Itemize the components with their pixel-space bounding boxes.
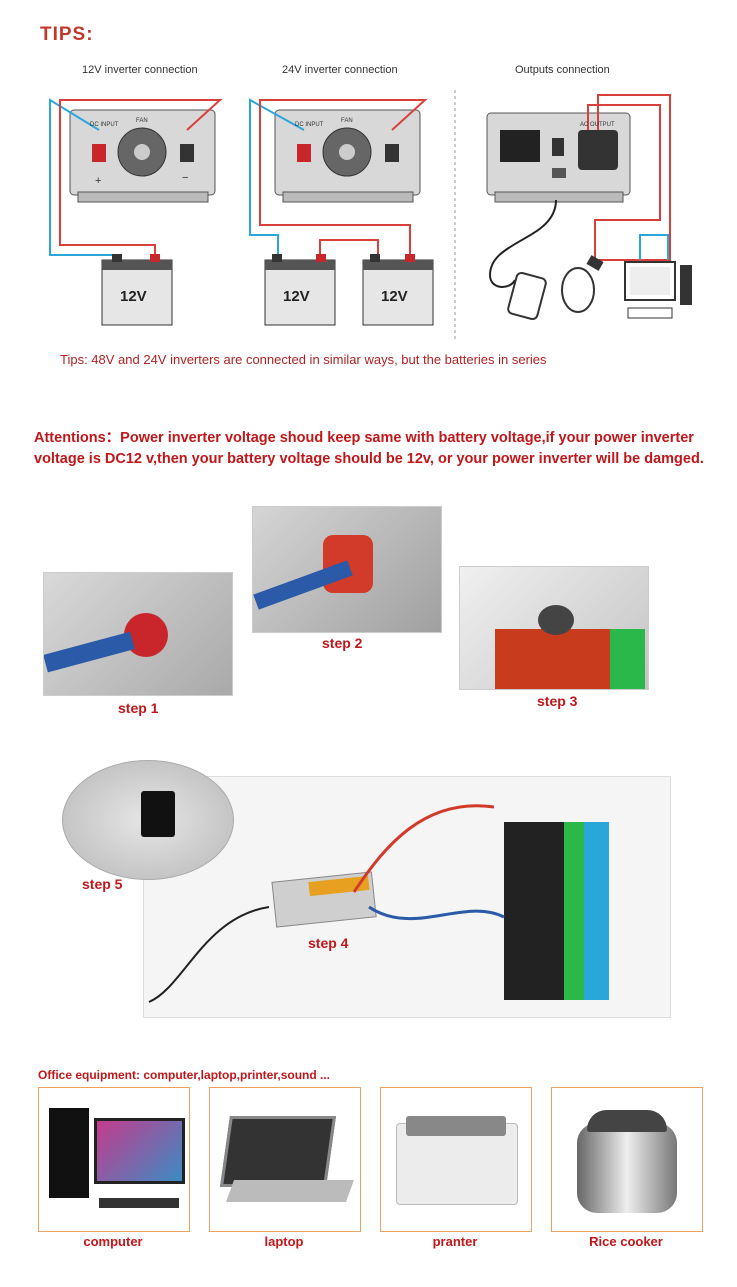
- tips-title: TIPS:: [40, 24, 94, 45]
- inverter-12v: [69, 109, 216, 203]
- tip-line: Tips: 48V and 24V inverters are connecte…: [60, 352, 547, 367]
- rice-cooker-frame: [551, 1087, 703, 1232]
- wire-red-out-2: [587, 104, 661, 260]
- usb-cable: [488, 199, 557, 288]
- dc-input-label-12v: DC INPUT: [90, 122, 119, 128]
- wire-blue-out: [639, 234, 669, 260]
- caption-12v: 12V inverter connection: [82, 64, 198, 76]
- fan-label-12v: FAN: [136, 118, 148, 124]
- step2-photo: [252, 506, 442, 633]
- caption-outputs: Outputs connection: [515, 64, 610, 76]
- computer-frame: [38, 1087, 190, 1232]
- inverter-outputs: [486, 112, 631, 203]
- battery-label-24v-b: 12V: [381, 288, 408, 305]
- caption-24v: 24V inverter connection: [282, 64, 398, 76]
- battery-label-24v-a: 12V: [283, 288, 310, 305]
- printer-frame: [380, 1087, 532, 1232]
- battery-24v-a: [264, 254, 336, 326]
- printer-label: pranter: [432, 1234, 478, 1249]
- step5-label: step 5: [82, 876, 123, 892]
- step3-photo: [459, 566, 649, 690]
- step1-label: step 1: [118, 700, 159, 716]
- computer-label: computer: [83, 1234, 143, 1249]
- wire-blue-24v: [249, 98, 305, 260]
- computer-icon: [624, 261, 692, 319]
- laptop-label: laptop: [264, 1234, 304, 1249]
- wire-series: [319, 239, 379, 260]
- bulb-icon: [561, 255, 604, 313]
- fan-label-24v: FAN: [341, 118, 353, 124]
- rice-cooker-label: Rice cooker: [589, 1234, 663, 1249]
- inverter-24v: [274, 109, 421, 203]
- step1-photo: [43, 572, 233, 696]
- step2-label: step 2: [322, 635, 363, 651]
- wire-red-12v: [59, 99, 223, 260]
- dc-input-label-24v: DC INPUT: [295, 122, 324, 128]
- wire-red-24v: [259, 99, 428, 260]
- laptop-frame: [209, 1087, 361, 1232]
- battery-12v: [101, 254, 173, 326]
- phone-icon: [507, 271, 547, 321]
- step3-label: step 3: [537, 693, 578, 709]
- step5-photo: [62, 760, 234, 880]
- battery-label-12v: 12V: [120, 288, 147, 305]
- office-heading: Office equipment: computer,laptop,printe…: [38, 1068, 331, 1082]
- attention-text: Attentions：Power inverter voltage shoud …: [34, 430, 704, 467]
- ac-output-label: AC OUTPUT: [580, 122, 615, 128]
- battery-24v-b: [362, 254, 434, 326]
- step4-label: step 4: [308, 935, 349, 951]
- minus-label: −: [182, 172, 189, 184]
- plus-label: +: [95, 175, 102, 187]
- connection-diagram: [49, 90, 692, 340]
